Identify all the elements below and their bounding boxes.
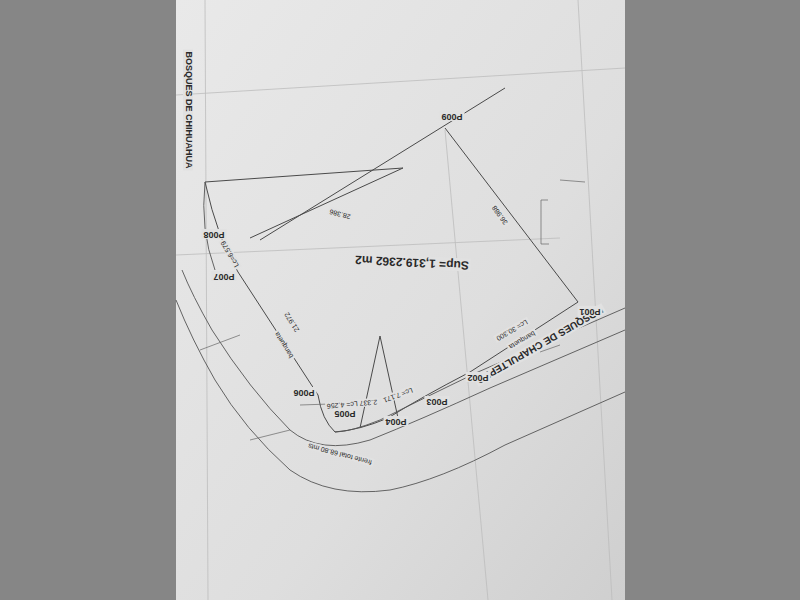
road-lines <box>176 182 625 492</box>
lot-boundary <box>205 88 578 432</box>
vertex-label: P005 <box>332 408 357 418</box>
street-name: BOSQUES DE CHIHUAHUA <box>183 49 193 170</box>
paper-sheet <box>176 0 625 600</box>
vertex-label: P001 <box>577 306 602 316</box>
vertex-label: P006 <box>291 387 316 397</box>
leader-lines <box>200 180 585 440</box>
vertex-label: P007 <box>211 271 236 281</box>
vertex-label: P003 <box>424 396 449 406</box>
vertex-label: P004 <box>383 416 408 426</box>
vertex-label: P008 <box>201 229 226 239</box>
vertex-label: P009 <box>439 111 464 121</box>
grid-lines <box>176 0 625 600</box>
vertex-label: P002 <box>465 372 490 382</box>
